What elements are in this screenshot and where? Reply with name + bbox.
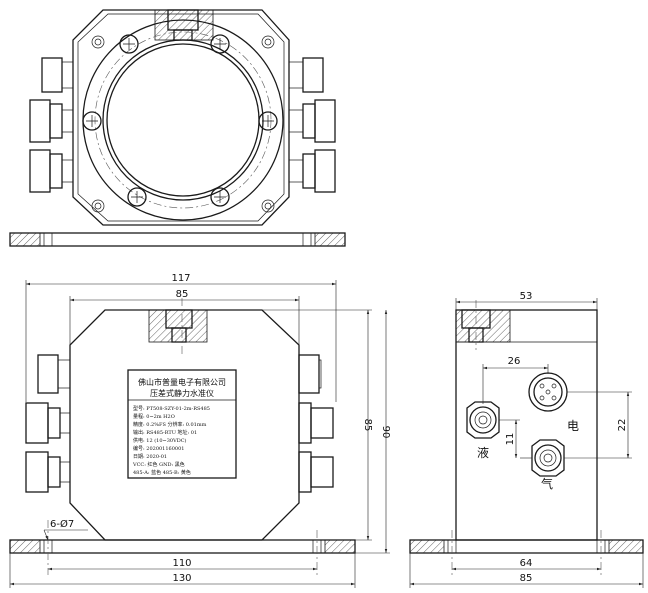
nameplate-line: 日期: 2020-01	[133, 454, 167, 460]
dim-body-height: 85	[362, 419, 373, 432]
front-left-connectors	[25, 354, 71, 493]
dim-front-overall-width: 117	[171, 273, 190, 284]
nameplate-company: 佛山市普量电子有限公司	[138, 377, 226, 387]
nameplate-line: VCC: 红色 GND: 黑色	[132, 461, 185, 468]
nameplate-line: 供电: 12 (10~30VDC)	[133, 437, 187, 444]
right-connectors	[288, 57, 336, 193]
side-view: 液 电 气 53 26	[409, 291, 644, 588]
dim-side-hole-spacing: 64	[520, 558, 533, 569]
left-connectors	[29, 57, 74, 193]
gas-port-icon	[531, 439, 565, 477]
dim-side-base-width: 85	[520, 573, 533, 584]
top-view	[9, 9, 346, 247]
nameplate-product: 压差式静力水准仪	[150, 388, 214, 398]
front-right-connectors	[298, 354, 334, 493]
label-liquid: 液	[477, 445, 489, 460]
nameplate-line: 精度: 0.2%FS 分辨率: 0.01mm	[133, 421, 207, 428]
dim-front-body-width: 85	[176, 289, 189, 300]
nameplate-line: 量程: 0~2m H2O	[133, 413, 175, 420]
label-electric: 电	[567, 419, 579, 433]
nameplate-line: 485-A: 蓝色 485-B: 黄色	[133, 469, 191, 476]
dim-port-offset: 11	[505, 433, 516, 446]
dim-total-height: 90	[380, 426, 391, 439]
nameplate-line: 编号: 202001160001	[133, 445, 184, 452]
dim-port-spacing-h: 26	[508, 356, 521, 367]
screw-icon	[82, 34, 278, 207]
dim-port-spacing-v: 22	[617, 419, 628, 432]
dim-hole-callout: 6-Ø7	[50, 518, 74, 530]
electric-connector-icon	[528, 372, 568, 412]
label-gas: 气	[541, 476, 553, 491]
liquid-port-icon	[466, 401, 500, 439]
dim-hole-spacing: 110	[172, 558, 191, 569]
nameplate-line: 输出: RS485-RTU 地址: 01	[133, 429, 197, 436]
dim-side-top-width: 53	[520, 291, 533, 302]
nameplate-line: 型号: PT508-SZY-01-2m-RS485	[133, 405, 210, 412]
dim-base-width: 130	[172, 573, 191, 584]
nameplate: 佛山市普量电子有限公司 压差式静力水准仪 型号: PT508-SZY-01-2m…	[127, 369, 237, 479]
front-view: 佛山市普量电子有限公司 压差式静力水准仪 型号: PT508-SZY-01-2m…	[9, 273, 391, 588]
